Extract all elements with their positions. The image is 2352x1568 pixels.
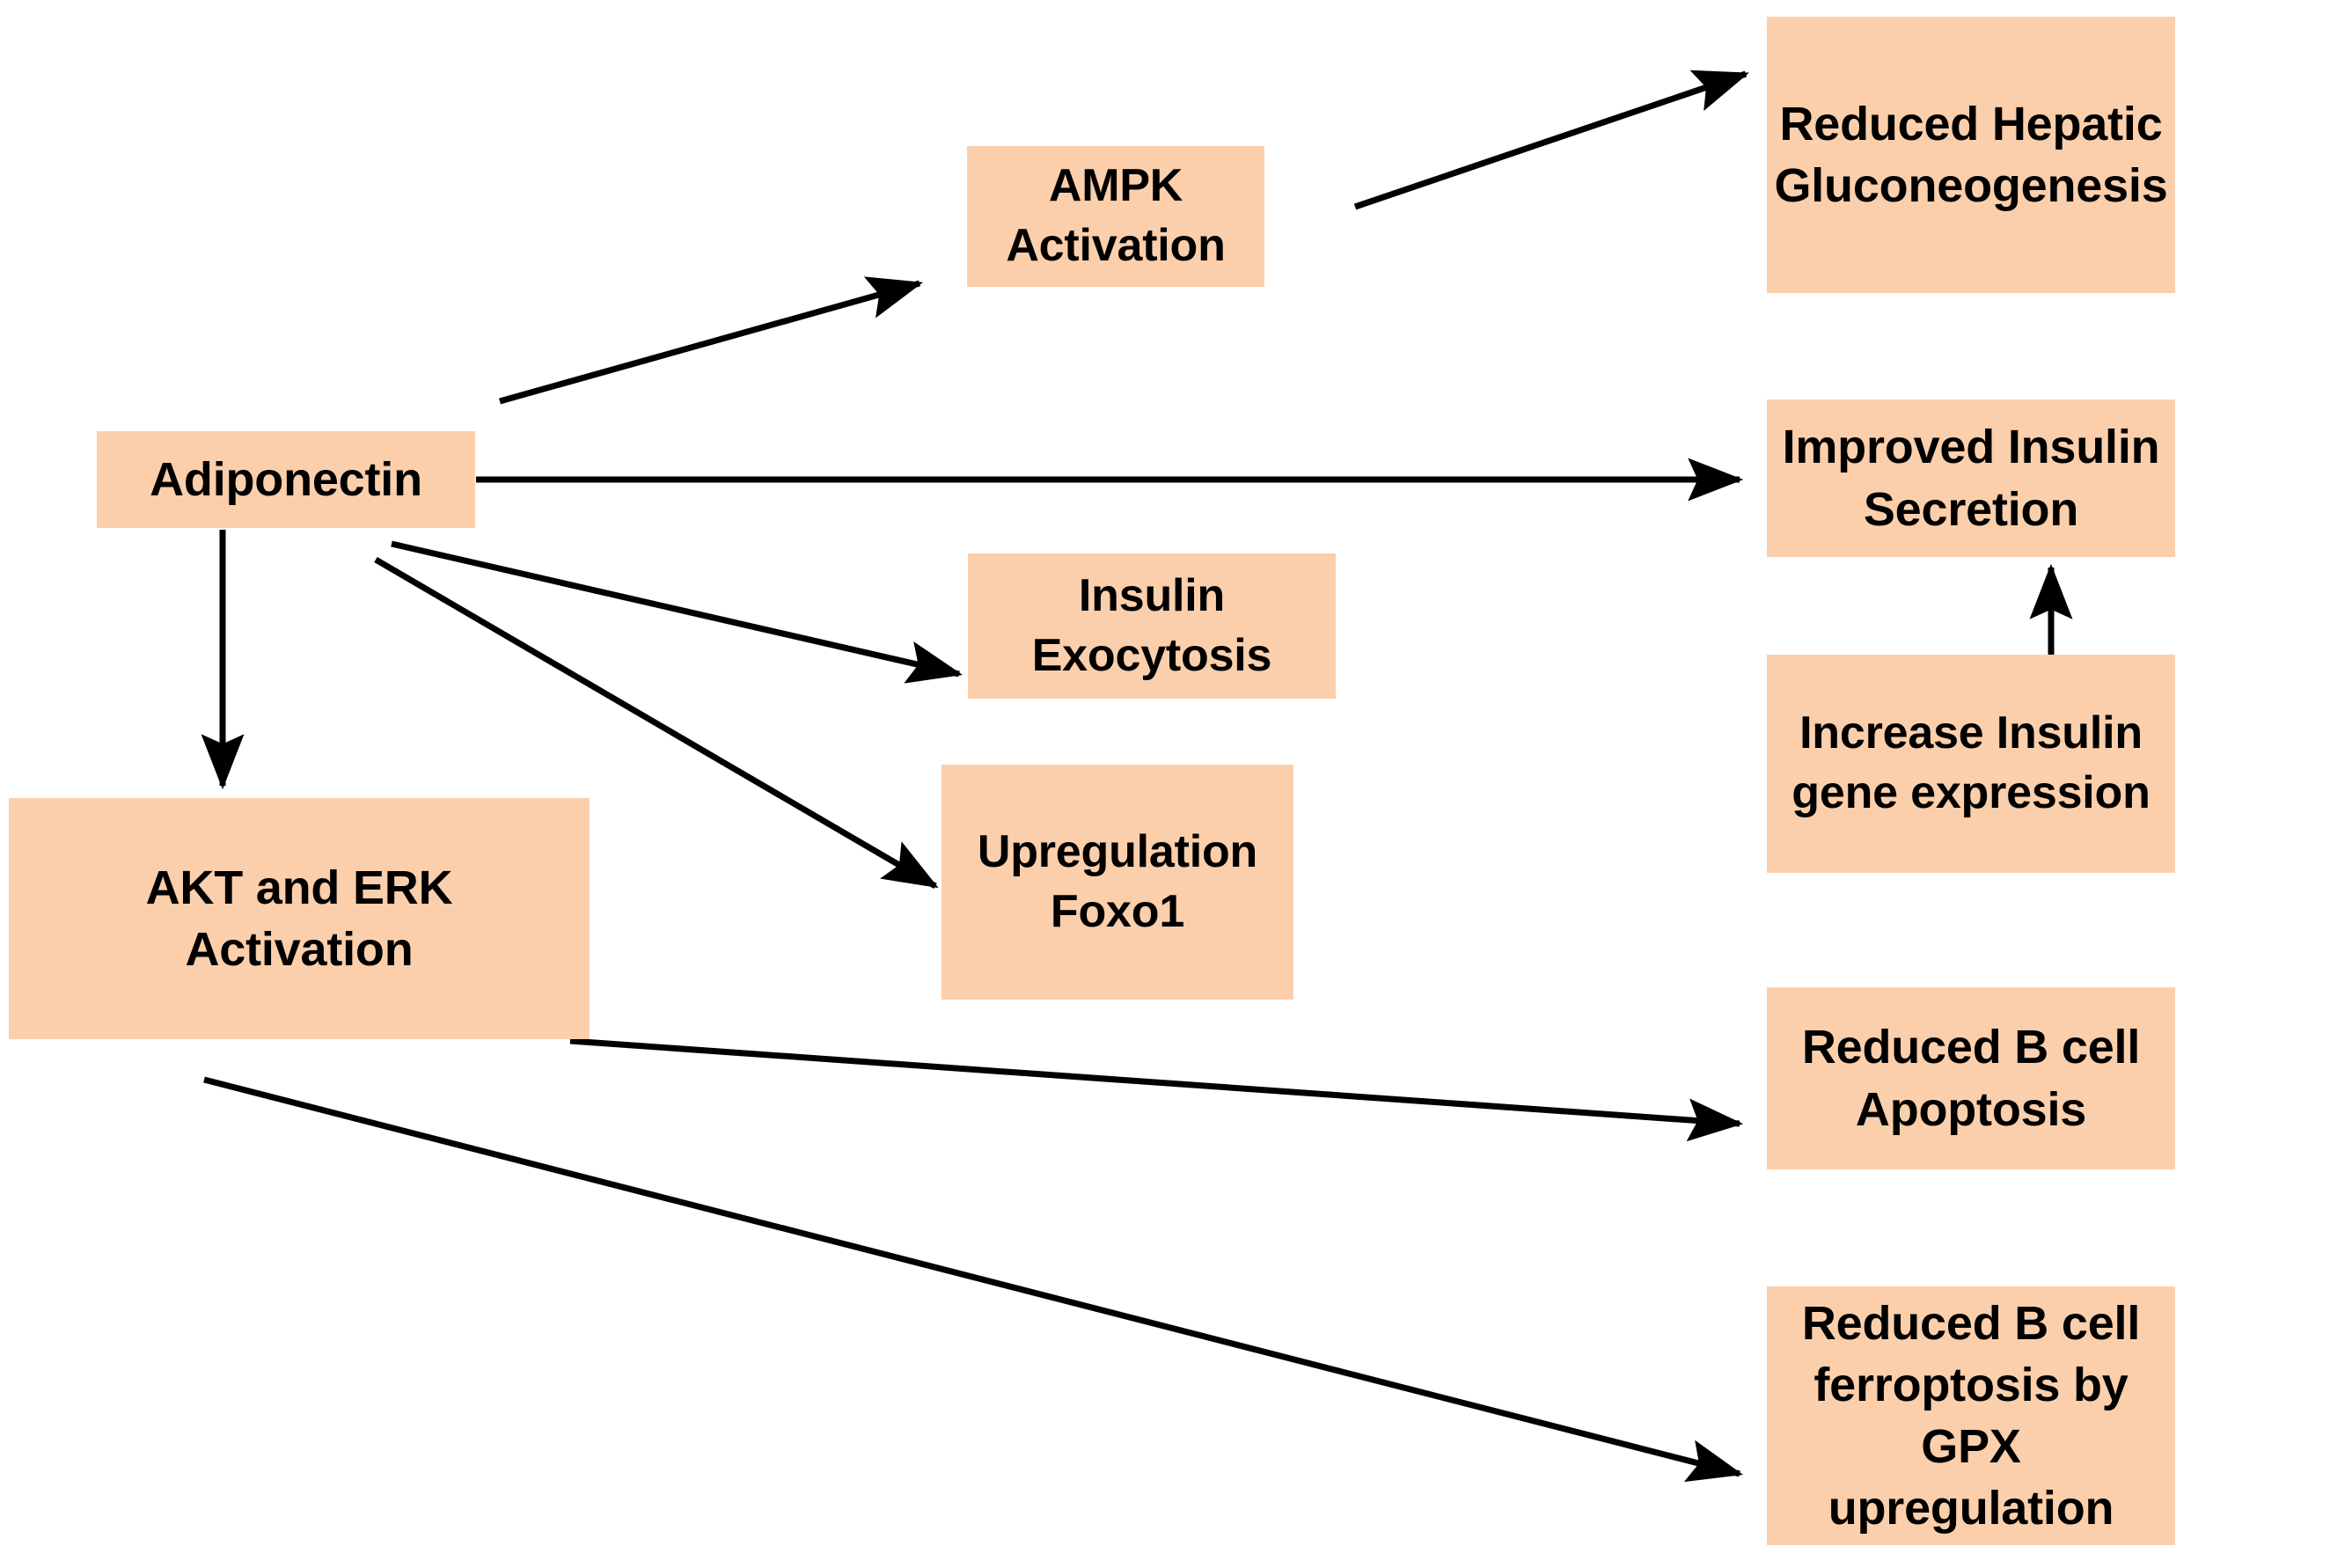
node-label: Reduced B cell Apoptosis bbox=[1801, 1021, 2141, 1136]
edge-akt-erk-to-reduced-b-cell-ferroptosis bbox=[203, 1076, 1744, 1483]
node-label: Reduced B cell ferroptosis by GPX upregu… bbox=[1801, 1296, 2141, 1535]
node-label: AKT and ERK Activation bbox=[145, 861, 453, 976]
node-upregulation_foxo1[interactable]: Upregulation Foxo1 bbox=[942, 765, 1293, 1000]
node-label: Improved Insulin Secretion bbox=[1782, 421, 2160, 536]
node-adiponectin[interactable]: Adiponectin bbox=[97, 431, 475, 528]
node-label: Insulin Exocytosis bbox=[1031, 569, 1272, 681]
node-reduced_b_cell_apoptosis[interactable]: Reduced B cell Apoptosis bbox=[1767, 987, 2175, 1169]
edge-adiponectin-to-ampk bbox=[499, 276, 924, 405]
node-label: Upregulation Foxo1 bbox=[977, 825, 1258, 937]
node-label: Increase Insulin gene expression bbox=[1791, 707, 2151, 818]
node-improved_insulin_secretion[interactable]: Improved Insulin Secretion bbox=[1767, 399, 2175, 557]
node-akt_erk_activation[interactable]: AKT and ERK Activation bbox=[9, 798, 590, 1039]
node-increase_insulin_gene_expression[interactable]: Increase Insulin gene expression bbox=[1767, 655, 2175, 873]
node-label: Adiponectin bbox=[150, 452, 422, 506]
node-label: AMPK Activation bbox=[1006, 160, 1226, 271]
edge-adiponectin-to-insulin-exocytosis bbox=[391, 540, 964, 684]
edge-ampk-to-reduced-hepatic-gluconeogenesis bbox=[1353, 70, 1749, 210]
edge-akt-erk-to-reduced-b-cell-apoptosis bbox=[569, 1037, 1744, 1142]
node-insulin_exocytosis[interactable]: Insulin Exocytosis bbox=[968, 553, 1336, 699]
node-label: Reduced Hepatic Gluconeogenesis bbox=[1774, 97, 2168, 212]
node-reduced_b_cell_ferroptosis[interactable]: Reduced B cell ferroptosis by GPX upregu… bbox=[1767, 1286, 2175, 1545]
node-reduced_hepatic_gluconeogenesis[interactable]: Reduced Hepatic Gluconeogenesis bbox=[1767, 17, 2175, 293]
node-ampk_activation[interactable]: AMPK Activation bbox=[967, 146, 1264, 287]
